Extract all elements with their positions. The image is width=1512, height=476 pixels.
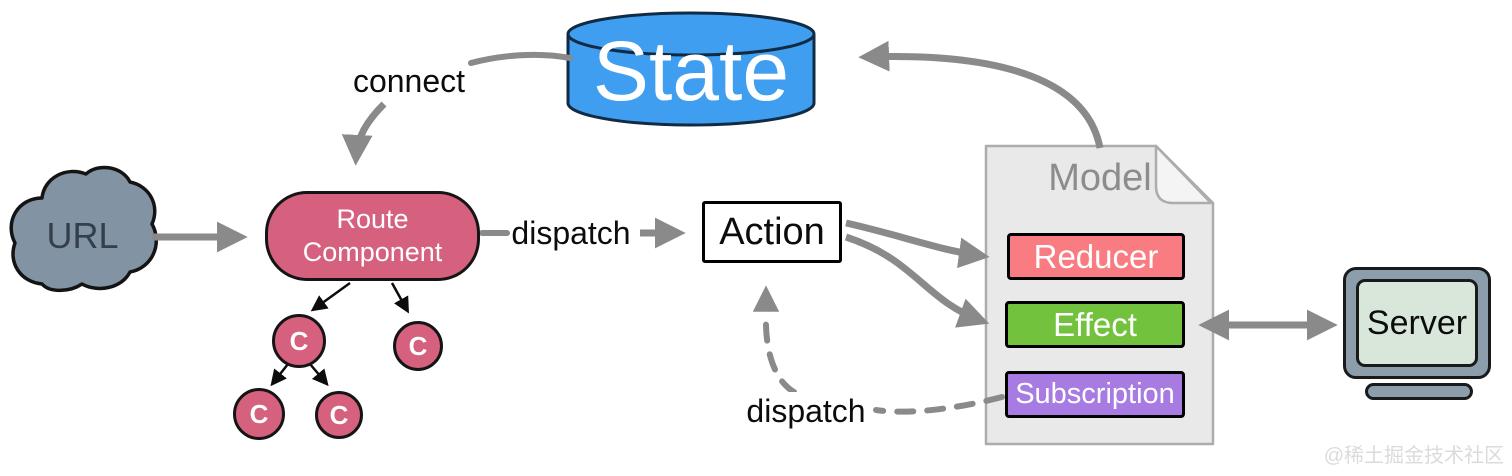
- dashed-subscription-dispatch-1: [873, 394, 1005, 415]
- arrow-model-to-state: [858, 40, 1104, 149]
- arrow-connect-to-route: [341, 101, 387, 166]
- server-node: Server: [1356, 279, 1478, 367]
- effect-node: Effect: [1005, 301, 1185, 348]
- connect-edge-label: connect: [352, 62, 466, 99]
- component-node: C: [315, 391, 363, 439]
- route-component-label-line2: Component: [302, 237, 443, 267]
- route-component-node: Route Component: [265, 191, 480, 281]
- url-node-label: URL: [46, 215, 119, 256]
- model-title: Model: [1048, 156, 1152, 199]
- model-document-fold: [1154, 144, 1213, 205]
- route-component-label-line1: Route: [336, 204, 409, 234]
- action-node: Action: [702, 201, 842, 263]
- watermark: @稀土掘金技术社区: [1323, 445, 1504, 467]
- component-node: C: [272, 314, 326, 368]
- arrow-action-to-effect: [844, 233, 990, 328]
- url-cloud-icon: [9, 165, 158, 293]
- dashed-subscription-dispatch-2: [762, 313, 797, 395]
- subscription-node: Subscription: [1005, 371, 1185, 418]
- arrow-route-to-c2: [390, 282, 409, 314]
- server-monitor-base: [1365, 383, 1473, 400]
- reducer-node: Reducer: [1007, 233, 1185, 280]
- arrow-action-to-reducer: [845, 219, 990, 269]
- dispatch-subscription-edge-label: dispatch: [740, 392, 872, 430]
- dispatch-edge-label: dispatch: [511, 214, 631, 251]
- state-cylinder-top: [566, 11, 816, 57]
- state-node-label: State: [592, 23, 790, 118]
- component-node: C: [393, 321, 443, 371]
- line-state-to-connect: [468, 51, 573, 66]
- arrow-route-to-c1: [310, 281, 351, 312]
- state-cylinder-icon: [566, 34, 816, 127]
- arrow-c1-to-c3: [270, 363, 289, 387]
- arrow-c1-to-c4: [309, 363, 329, 387]
- component-node: C: [233, 388, 285, 440]
